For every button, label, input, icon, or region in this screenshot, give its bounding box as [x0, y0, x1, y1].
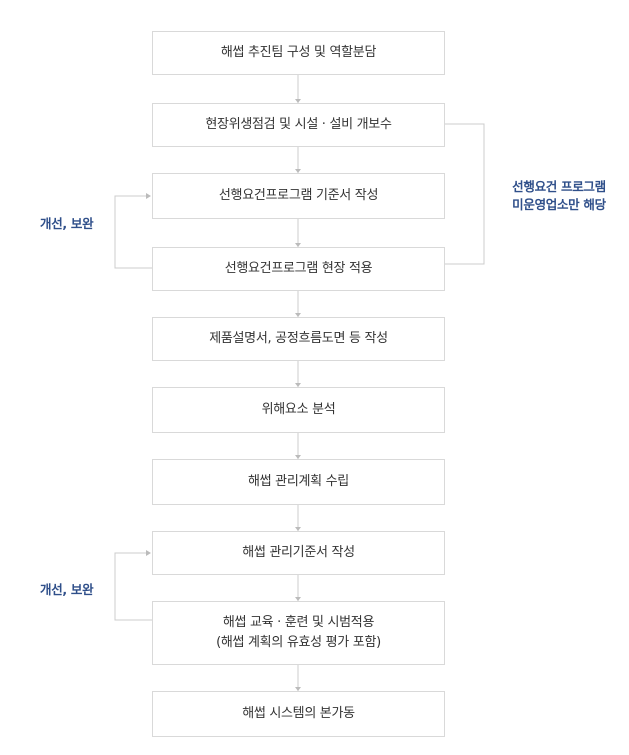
- step-9-label-line2: (해썹 계획의 유효성 평가 포함): [216, 635, 381, 650]
- arrowhead-loop-2: [146, 550, 151, 556]
- step-10: 해썹 시스템의 본가동: [152, 691, 445, 737]
- step-2-label: 현장위생점검 및 시설 · 설비 개보수: [205, 117, 392, 132]
- step-8: 해썹 관리기준서 작성: [152, 531, 445, 575]
- arrowhead-1-2: [295, 99, 301, 103]
- arrowhead-4-5: [295, 313, 301, 317]
- prerequisite-note-line2: 미운영업소만 해당: [512, 197, 606, 212]
- step-6-label: 위해요소 분석: [261, 402, 336, 417]
- step-4-label: 선행요건프로그램 현장 적용: [224, 261, 373, 276]
- arrowhead-2-3: [295, 169, 301, 173]
- step-7: 해썹 관리계획 수립: [152, 459, 445, 505]
- step-6: 위해요소 분석: [152, 387, 445, 433]
- step-1-label: 해썹 추진팀 구성 및 역할분담: [220, 45, 377, 60]
- step-9: 해썹 교육 · 훈련 및 시범적용 (해썹 계획의 유효성 평가 포함): [152, 601, 445, 665]
- arrowhead-3-4: [295, 243, 301, 247]
- step-3-label: 선행요건프로그램 기준서 작성: [218, 188, 379, 203]
- feedback-loop-2-line: [114, 552, 152, 621]
- arrowhead-8-9: [295, 597, 301, 601]
- arrowhead-5-6: [295, 383, 301, 387]
- arrowhead-6-7: [295, 455, 301, 459]
- step-4: 선행요건프로그램 현장 적용: [152, 247, 445, 291]
- step-1: 해썹 추진팀 구성 및 역할분담: [152, 31, 445, 75]
- step-8-label: 해썹 관리기준서 작성: [242, 545, 355, 560]
- step-5: 제품설명서, 공정흐름도면 등 작성: [152, 317, 445, 361]
- step-5-label: 제품설명서, 공정흐름도면 등 작성: [209, 331, 388, 346]
- step-10-label: 해썹 시스템의 본가동: [242, 706, 355, 721]
- step-9-label-line1: 해썹 교육 · 훈련 및 시범적용: [222, 615, 375, 630]
- feedback-loop-1-label: 개선, 보완: [40, 216, 94, 231]
- feedback-loop-1-line: [114, 195, 152, 269]
- step-7-label: 해썹 관리계획 수립: [248, 474, 349, 489]
- prerequisite-note-line1: 선행요건 프로그램: [512, 179, 606, 194]
- prerequisite-bracket: [445, 123, 485, 265]
- step-3: 선행요건프로그램 기준서 작성: [152, 173, 445, 219]
- arrowhead-loop-1: [146, 193, 151, 199]
- step-2: 현장위생점검 및 시설 · 설비 개보수: [152, 103, 445, 147]
- arrowhead-7-8: [295, 527, 301, 531]
- feedback-loop-2-label: 개선, 보완: [40, 582, 94, 597]
- prerequisite-note: 선행요건 프로그램 미운영업소만 해당: [494, 178, 624, 214]
- arrowhead-9-10: [295, 687, 301, 691]
